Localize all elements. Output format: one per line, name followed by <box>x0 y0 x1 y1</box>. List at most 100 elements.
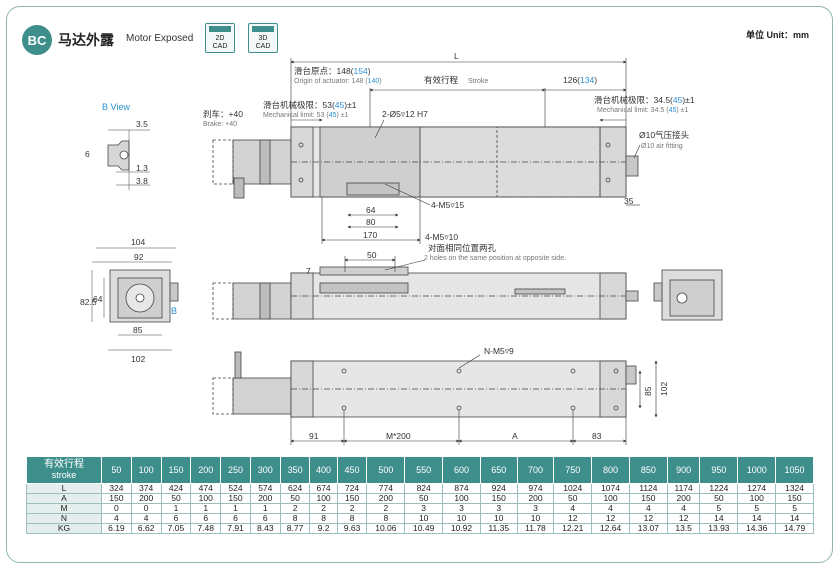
table-cell: 200 <box>130 493 162 504</box>
table-cell: 7.91 <box>220 523 251 534</box>
dim-126: 126(134) <box>563 75 597 85</box>
table-cell: 3 <box>516 503 555 514</box>
stroke-label-cn: 有效行程 <box>424 75 459 85</box>
table-cell: 1124 <box>628 483 668 494</box>
table-cell: 874 <box>442 483 481 494</box>
table-cell: 10 <box>404 513 444 524</box>
dim-3-5: 3.5 <box>136 119 148 129</box>
stroke-value: 600 <box>442 456 481 484</box>
table-cell: 6 <box>220 513 251 524</box>
stroke-value: 1000 <box>737 456 777 484</box>
table-cell: 1 <box>190 503 222 514</box>
table-cell: 50 <box>279 493 311 504</box>
table-cell: 4 <box>666 503 701 514</box>
table-cell: 50 <box>553 493 593 504</box>
b-view-title: B View <box>102 102 130 112</box>
table-cell: 200 <box>249 493 281 504</box>
table-cell: 12 <box>591 513 630 524</box>
b-view-marker: B <box>171 306 177 316</box>
table-cell: 4 <box>591 503 630 514</box>
table-cell: 0 <box>101 503 132 514</box>
table-cell: 150 <box>479 493 518 504</box>
stroke-label-en: Stroke <box>468 78 488 85</box>
table-cell: 10 <box>516 513 555 524</box>
stroke-value: 300 <box>249 456 281 484</box>
brake-label-cn: 刹车：+40 <box>203 109 243 119</box>
table-cell: 2 <box>336 503 368 514</box>
table-cell: 1274 <box>737 483 777 494</box>
row-label: M <box>26 503 102 514</box>
end-view-left: 104 92 82.5 64 85 102 B <box>80 237 179 364</box>
table-cell: 6.62 <box>130 523 162 534</box>
opposite-holes-en: 2 holes on the same position at opposite… <box>424 255 566 262</box>
dim-85-bottom: 85 <box>643 386 653 396</box>
table-cell: 924 <box>479 483 518 494</box>
table-cell: 424 <box>160 483 192 494</box>
table-cell: 2 <box>279 503 311 514</box>
table-cell: 12.64 <box>591 523 630 534</box>
dim-50: 50 <box>367 250 377 260</box>
table-cell: 0 <box>130 503 162 514</box>
table-cell: 1 <box>249 503 281 514</box>
table-cell: 3 <box>479 503 518 514</box>
table-cell: 824 <box>404 483 444 494</box>
stroke-value: 200 <box>190 456 222 484</box>
table-cell: 10.92 <box>442 523 481 534</box>
nm5-depth-9: N-M5▿9 <box>484 346 514 356</box>
stroke-value: 700 <box>516 456 555 484</box>
table-cell: 13.07 <box>628 523 668 534</box>
table-cell: 100 <box>442 493 481 504</box>
series-badge: BC <box>22 25 52 55</box>
dim-A: A <box>512 431 518 441</box>
opposite-holes-cn: 对面相同位置两孔 <box>428 243 497 253</box>
stroke-value: 500 <box>366 456 406 484</box>
mech-limit-left-cn: 滑台机械极限：53(45)±1 <box>263 100 357 110</box>
table-cell: 11.78 <box>516 523 555 534</box>
dim-L: L <box>454 51 459 61</box>
table-cell: 13.5 <box>666 523 701 534</box>
cad-3d-sublabel: CAD <box>255 43 271 50</box>
table-cell: 7.48 <box>190 523 222 534</box>
table-cell: 6 <box>249 513 281 524</box>
mech-limit-right-cn: 滑台机械极限：34.5(45)±1 <box>594 95 695 105</box>
table-cell: 50 <box>404 493 444 504</box>
table-cell: 8.43 <box>249 523 281 534</box>
unit-label: 单位 Unit：mm <box>745 30 809 40</box>
mech-limit-left-en: Mechanical limit: 53 (45) ±1 <box>263 112 349 119</box>
stroke-value: 350 <box>279 456 311 484</box>
table-cell: 10 <box>479 513 518 524</box>
cad-3d-label: 3D <box>258 35 268 42</box>
table-cell: 12.21 <box>553 523 593 534</box>
technical-drawing: L 滑台原点：148(154) Origin of actuator: 148 … <box>80 51 723 445</box>
row-label: N <box>26 513 102 524</box>
origin-label-en: Origin of actuator: 148 (140) <box>294 78 382 85</box>
table-cell: 150 <box>220 493 251 504</box>
dim-92: 92 <box>134 252 144 262</box>
stroke-value: 900 <box>666 456 701 484</box>
top-dimension-lines <box>290 58 641 244</box>
stroke-label-cn: 有效行程 <box>44 459 84 470</box>
row-label: A <box>26 493 102 504</box>
m5-depth-15: 4-M5▿15 <box>431 200 464 210</box>
dim-6: 6 <box>85 149 90 159</box>
dim-102-bottom: 102 <box>659 382 669 396</box>
table-cell: 12 <box>628 513 668 524</box>
table-cell: 1324 <box>775 483 814 494</box>
top-view <box>212 126 639 199</box>
table-cell: 10.49 <box>404 523 444 534</box>
table-cell: 150 <box>628 493 668 504</box>
table-cell: 100 <box>591 493 630 504</box>
table-cell: 12 <box>666 513 701 524</box>
stroke-value: 50 <box>101 456 132 484</box>
dim-7: 7 <box>306 266 311 276</box>
table-cell: 6.19 <box>101 523 132 534</box>
table-cell: 10.06 <box>366 523 406 534</box>
table-cell: 200 <box>366 493 406 504</box>
